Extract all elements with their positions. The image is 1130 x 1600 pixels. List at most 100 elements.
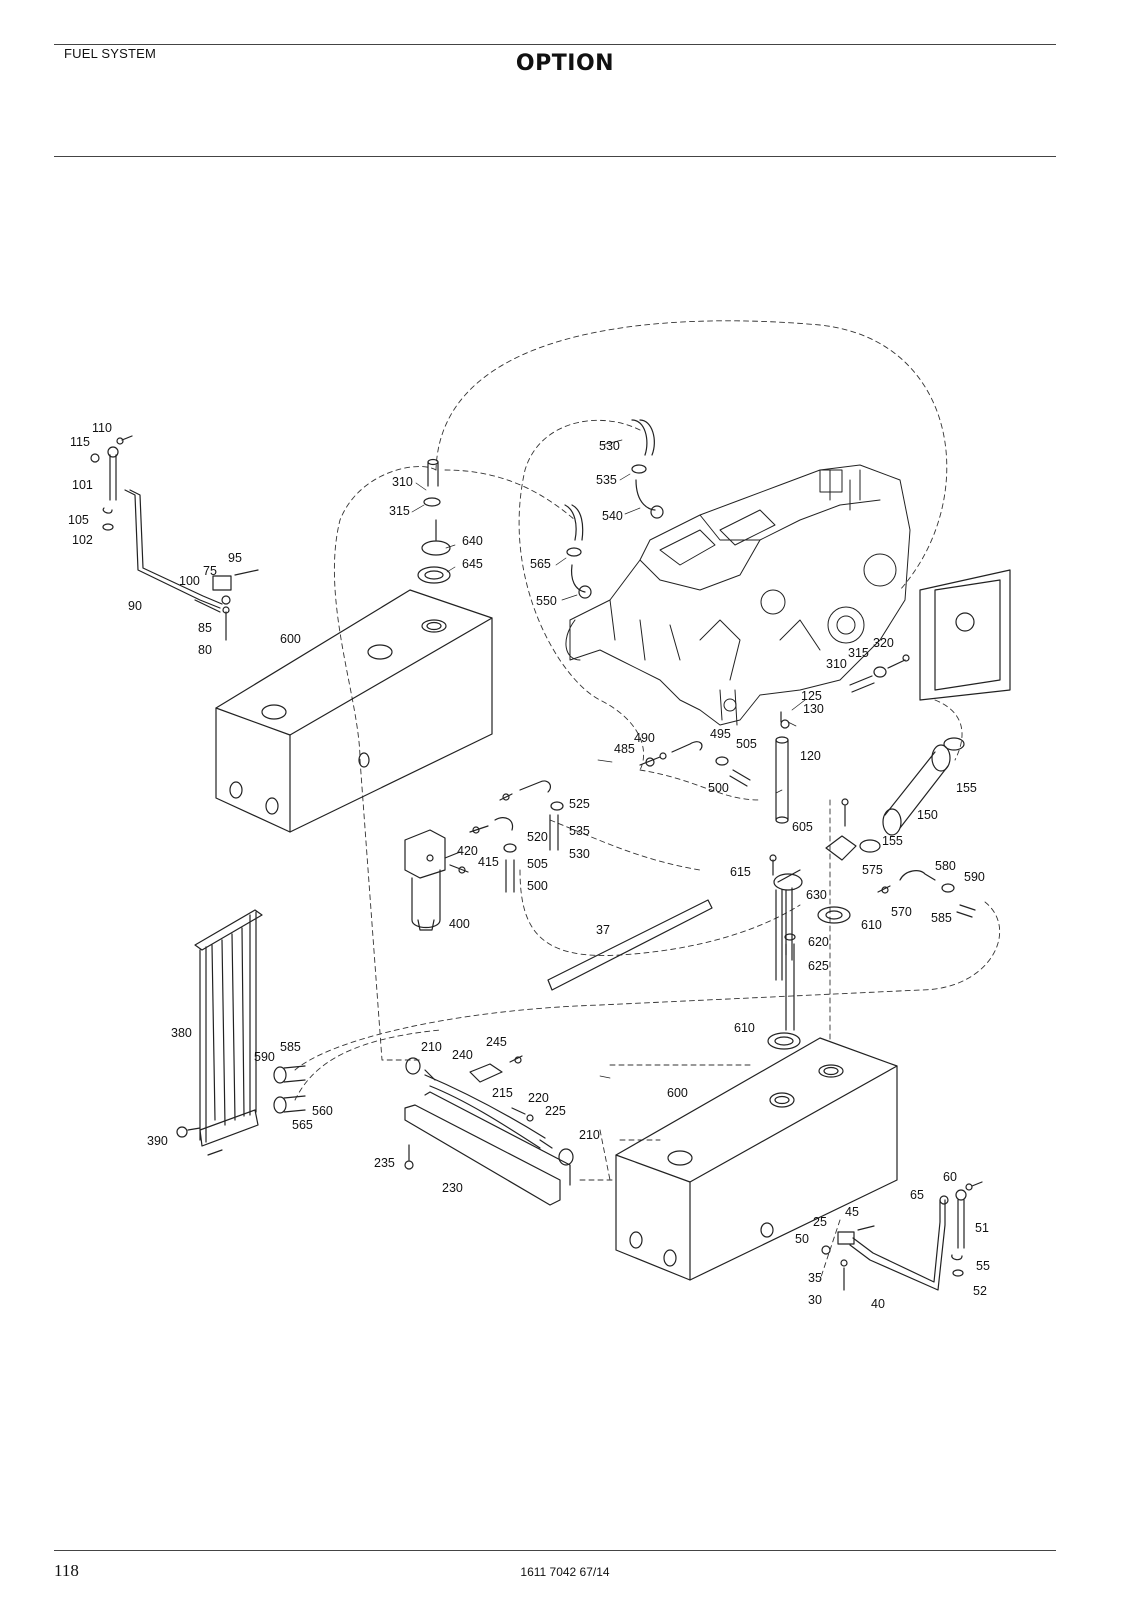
callout-40: 40 <box>871 1297 885 1311</box>
callout-565-left: 565 <box>292 1118 313 1132</box>
callout-245: 245 <box>486 1035 507 1049</box>
callout-535-top: 535 <box>596 473 617 487</box>
callout-400: 400 <box>449 917 470 931</box>
callout-105: 105 <box>68 513 89 527</box>
callout-95: 95 <box>228 551 242 565</box>
routing-dashed-lines <box>294 320 1001 1281</box>
callout-230: 230 <box>442 1181 463 1195</box>
callout-485: 485 <box>614 742 635 756</box>
callout-310: 310 <box>392 475 413 489</box>
callout-390: 390 <box>147 1134 168 1148</box>
callout-590-left: 590 <box>254 1050 275 1064</box>
callout-30: 30 <box>808 1293 822 1307</box>
callout-420: 420 <box>457 844 478 858</box>
callout-600-lower: 600 <box>667 1086 688 1100</box>
callout-605: 605 <box>792 820 813 834</box>
callout-110: 110 <box>92 421 112 435</box>
hose-530 <box>631 419 655 456</box>
callout-220: 220 <box>528 1091 549 1105</box>
callout-25: 25 <box>813 1215 827 1229</box>
callout-585-left: 585 <box>280 1040 301 1054</box>
callout-495: 495 <box>710 727 731 741</box>
callout-530-mid: 530 <box>569 847 590 861</box>
hose-310-right <box>849 654 910 693</box>
clamp-155-bottom <box>859 839 881 853</box>
callout-115: 115 <box>70 435 90 449</box>
fuel-filter-400 <box>404 829 469 931</box>
callout-37: 37 <box>596 923 610 937</box>
callout-530-top: 530 <box>599 439 620 453</box>
callout-155-bottom: 155 <box>882 834 903 848</box>
callout-590-right: 590 <box>964 870 985 884</box>
guard-380 <box>176 909 263 1156</box>
callout-585-right: 585 <box>931 911 952 925</box>
callout-210-top: 210 <box>421 1040 442 1054</box>
page-number: 118 <box>54 1561 79 1580</box>
callout-35: 35 <box>808 1271 822 1285</box>
callout-525: 525 <box>569 797 590 811</box>
callout-85: 85 <box>198 621 212 635</box>
callout-500-mid: 500 <box>527 879 548 893</box>
callout-60: 60 <box>943 1170 957 1184</box>
callout-505-top: 505 <box>736 737 757 751</box>
callout-570: 570 <box>891 905 912 919</box>
fitting-group-570 <box>877 870 976 918</box>
callout-210-bottom: 210 <box>579 1128 600 1142</box>
callout-490: 490 <box>634 731 655 745</box>
callout-550: 550 <box>536 594 557 608</box>
callout-500-top: 500 <box>708 781 729 795</box>
callout-565-top: 565 <box>530 557 551 571</box>
callout-45: 45 <box>845 1205 859 1219</box>
callout-620: 620 <box>808 935 829 949</box>
tank-strap-upper <box>90 435 259 641</box>
callout-100: 100 <box>179 574 200 588</box>
callout-labels: 110 115 101 105 102 95 75 100 90 85 80 6… <box>68 421 990 1311</box>
callout-600-upper: 600 <box>280 632 301 646</box>
callout-50: 50 <box>795 1232 809 1246</box>
callout-640: 640 <box>462 534 483 548</box>
callout-415: 415 <box>478 855 499 869</box>
clamp-155-top <box>943 737 965 751</box>
callout-215: 215 <box>492 1086 513 1100</box>
bracket-230 <box>404 1091 571 1206</box>
callout-120: 120 <box>800 749 821 763</box>
hose-565 <box>564 504 584 541</box>
callout-615: 615 <box>730 865 751 879</box>
callout-560: 560 <box>312 1104 333 1118</box>
callout-90: 90 <box>128 599 142 613</box>
callout-575: 575 <box>862 863 883 877</box>
engine-block <box>565 464 911 726</box>
fitting-group-525 <box>469 780 564 893</box>
callout-155-top: 155 <box>956 781 977 795</box>
fitting-group-485 <box>639 741 751 787</box>
callout-610-lower: 610 <box>734 1021 755 1035</box>
callout-540: 540 <box>602 509 623 523</box>
hose-540 <box>635 479 656 511</box>
callout-80: 80 <box>198 643 212 657</box>
callout-625: 625 <box>808 959 829 973</box>
callout-645: 645 <box>462 557 483 571</box>
callout-310-right: 310 <box>826 657 847 671</box>
sender-630 <box>769 854 803 1031</box>
callout-535-mid: 535 <box>569 824 590 838</box>
callout-101: 101 <box>72 478 93 492</box>
tank-strap-lower <box>821 1181 983 1291</box>
callout-102: 102 <box>72 533 93 547</box>
hose-585-560 <box>273 1065 306 1114</box>
callout-52: 52 <box>973 1284 987 1298</box>
callout-240: 240 <box>452 1048 473 1062</box>
sleeve-150 <box>882 744 951 836</box>
callout-65: 65 <box>910 1188 924 1202</box>
frame-bracket-right <box>919 569 1011 701</box>
fuel-tank-upper <box>215 458 493 833</box>
clamp-535 <box>631 464 647 474</box>
hose-215 <box>405 1055 574 1166</box>
callout-130: 130 <box>803 702 824 716</box>
callout-225: 225 <box>545 1104 566 1118</box>
level-sender-120 <box>775 711 790 824</box>
page-title: OPTION <box>515 51 615 76</box>
callout-505-mid: 505 <box>527 857 548 871</box>
section-label: FUEL SYSTEM <box>64 46 157 61</box>
callout-150: 150 <box>917 808 938 822</box>
